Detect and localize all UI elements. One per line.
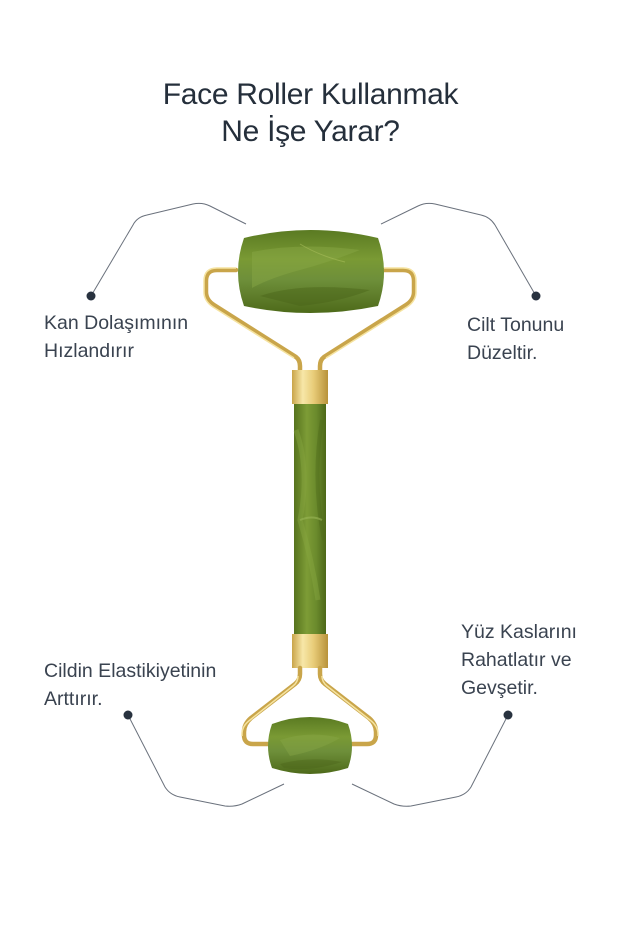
dot-bottom-right bbox=[503, 710, 513, 720]
small-jade-stone bbox=[268, 717, 352, 774]
connector-dots bbox=[86, 291, 541, 720]
benefit-text-line: Kan Dolaşımının bbox=[44, 312, 189, 334]
connector-top-left bbox=[90, 202, 247, 297]
benefit-top-right: Cilt Tonunu Düzeltir. bbox=[467, 311, 564, 367]
title-line-2: Ne İşe Yarar? bbox=[221, 115, 400, 148]
top-frame-highlight bbox=[203, 267, 417, 359]
benefit-text-line: Rahatlatır ve bbox=[461, 649, 572, 671]
bottom-frame-highlight bbox=[241, 675, 379, 736]
dot-top-left bbox=[86, 291, 96, 301]
connector-bottom-right bbox=[351, 714, 509, 807]
dot-top-right bbox=[531, 291, 541, 301]
benefit-text-line: Arttırır. bbox=[44, 688, 103, 710]
benefit-bottom-right: Yüz Kaslarını Rahatlatır ve Gevşetir. bbox=[461, 618, 577, 702]
top-frame bbox=[203, 267, 417, 375]
benefit-text-line: Hızlandırır bbox=[44, 340, 134, 362]
benefit-text-line: Cildin Elastikiyetinin bbox=[44, 660, 217, 682]
benefit-bottom-left: Cildin Elastikiyetinin Arttırır. bbox=[44, 657, 216, 713]
title-line-1: Face Roller Kullanmak bbox=[162, 78, 459, 111]
page-title: Face Roller Kullanmak Ne İşe Yarar? bbox=[0, 76, 621, 150]
benefit-text-line: Cilt Tonunu bbox=[467, 314, 565, 336]
benefit-text-line: Yüz Kaslarını bbox=[461, 621, 577, 643]
large-jade-stone bbox=[238, 230, 384, 313]
connector-bottom-left bbox=[127, 714, 285, 807]
top-collar bbox=[292, 370, 328, 404]
connector-lines bbox=[90, 202, 537, 807]
bottom-collar bbox=[292, 634, 328, 668]
benefit-text-line: Düzeltir. bbox=[467, 342, 538, 364]
jade-handle bbox=[293, 404, 326, 634]
dot-bottom-left bbox=[123, 710, 133, 720]
benefit-text-line: Gevşetir. bbox=[461, 677, 538, 699]
connector-top-right bbox=[380, 202, 537, 297]
benefit-top-left: Kan Dolaşımının Hızlandırır bbox=[44, 309, 188, 365]
